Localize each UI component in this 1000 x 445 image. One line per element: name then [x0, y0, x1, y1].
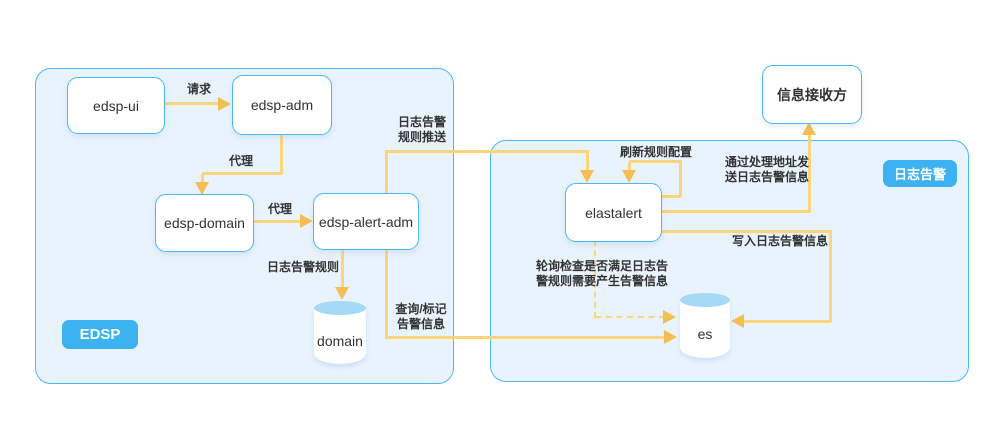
edge-refresh-segment [660, 195, 681, 198]
edge-query-label: 查询/标记 告警信息 [395, 302, 447, 331]
badge-edsp: EDSP [62, 320, 138, 349]
edge-refresh-segment [628, 162, 631, 172]
edge-request-label: 请求 [186, 82, 211, 96]
edge-poll-arrowhead [663, 310, 676, 324]
edge-rule-label: 日志告警规则 [266, 260, 339, 274]
edge-proxy1-segment [202, 172, 282, 175]
edge-rule-push-arrowhead [580, 170, 594, 183]
edge-proxy1-segment [201, 174, 204, 184]
edge-query-arrowhead [664, 330, 677, 344]
edge-write-segment [829, 230, 832, 322]
cylinder-top-ellipse [680, 293, 730, 307]
edge-poll-label: 轮询检查是否满足日志告 警规则需要产生告警信息 [535, 259, 668, 288]
edge-write-segment [660, 230, 831, 233]
badge-log-alert: 日志告警 [883, 160, 957, 187]
edge-write-label: 写入日志告警信息 [731, 234, 828, 248]
cylinder-top-ellipse [314, 301, 366, 315]
edge-request-line [163, 102, 220, 105]
edge-send-segment [808, 133, 811, 212]
edge-poll-segment [595, 316, 665, 318]
edge-request-arrowhead [218, 97, 231, 111]
edge-rule-push-segment [385, 151, 388, 193]
edge-write-arrowhead [731, 314, 744, 328]
edge-query-segment [385, 336, 666, 339]
edge-refresh-segment [629, 160, 681, 163]
edge-rule-line [341, 248, 344, 288]
edge-rule-push-segment [385, 150, 589, 153]
edge-proxy1-label: 代理 [228, 154, 253, 168]
edge-rule-push-segment [586, 150, 589, 172]
edge-proxy2-label: 代理 [267, 202, 292, 216]
database-domain: domain [314, 301, 366, 364]
es-db-label: es [680, 300, 730, 358]
edge-proxy2-line [252, 220, 304, 223]
node-edsp-domain: edsp-domain [155, 194, 254, 252]
node-edsp-adm: edsp-adm [232, 75, 332, 135]
edge-proxy1-arrowhead [195, 182, 209, 195]
edge-send-segment [660, 210, 810, 213]
edge-refresh-arrowhead [622, 170, 636, 183]
edge-rule-push-label: 日志告警 规则推送 [397, 115, 446, 144]
node-edsp-alert-adm: edsp-alert-adm [313, 193, 419, 250]
edge-send-arrowhead [802, 122, 816, 135]
edge-rule-arrowhead [335, 287, 349, 300]
edge-query-segment [385, 248, 388, 338]
node-edsp-ui: edsp-ui [67, 77, 165, 134]
edge-send-label: 通过处理地址发 送日志告警信息 [724, 155, 809, 184]
edge-write-segment [743, 320, 831, 323]
edge-refresh-label: 刷新规则配置 [619, 145, 692, 159]
node-elastalert: elastalert [565, 183, 662, 242]
edge-proxy1-segment [280, 133, 283, 174]
edge-poll-segment [594, 240, 596, 318]
database-es: es [680, 293, 730, 358]
domain-db-label: domain [314, 308, 366, 364]
edge-refresh-segment [679, 160, 682, 197]
node-message-receiver: 信息接收方 [762, 65, 862, 124]
edge-proxy2-arrowhead [300, 214, 313, 228]
